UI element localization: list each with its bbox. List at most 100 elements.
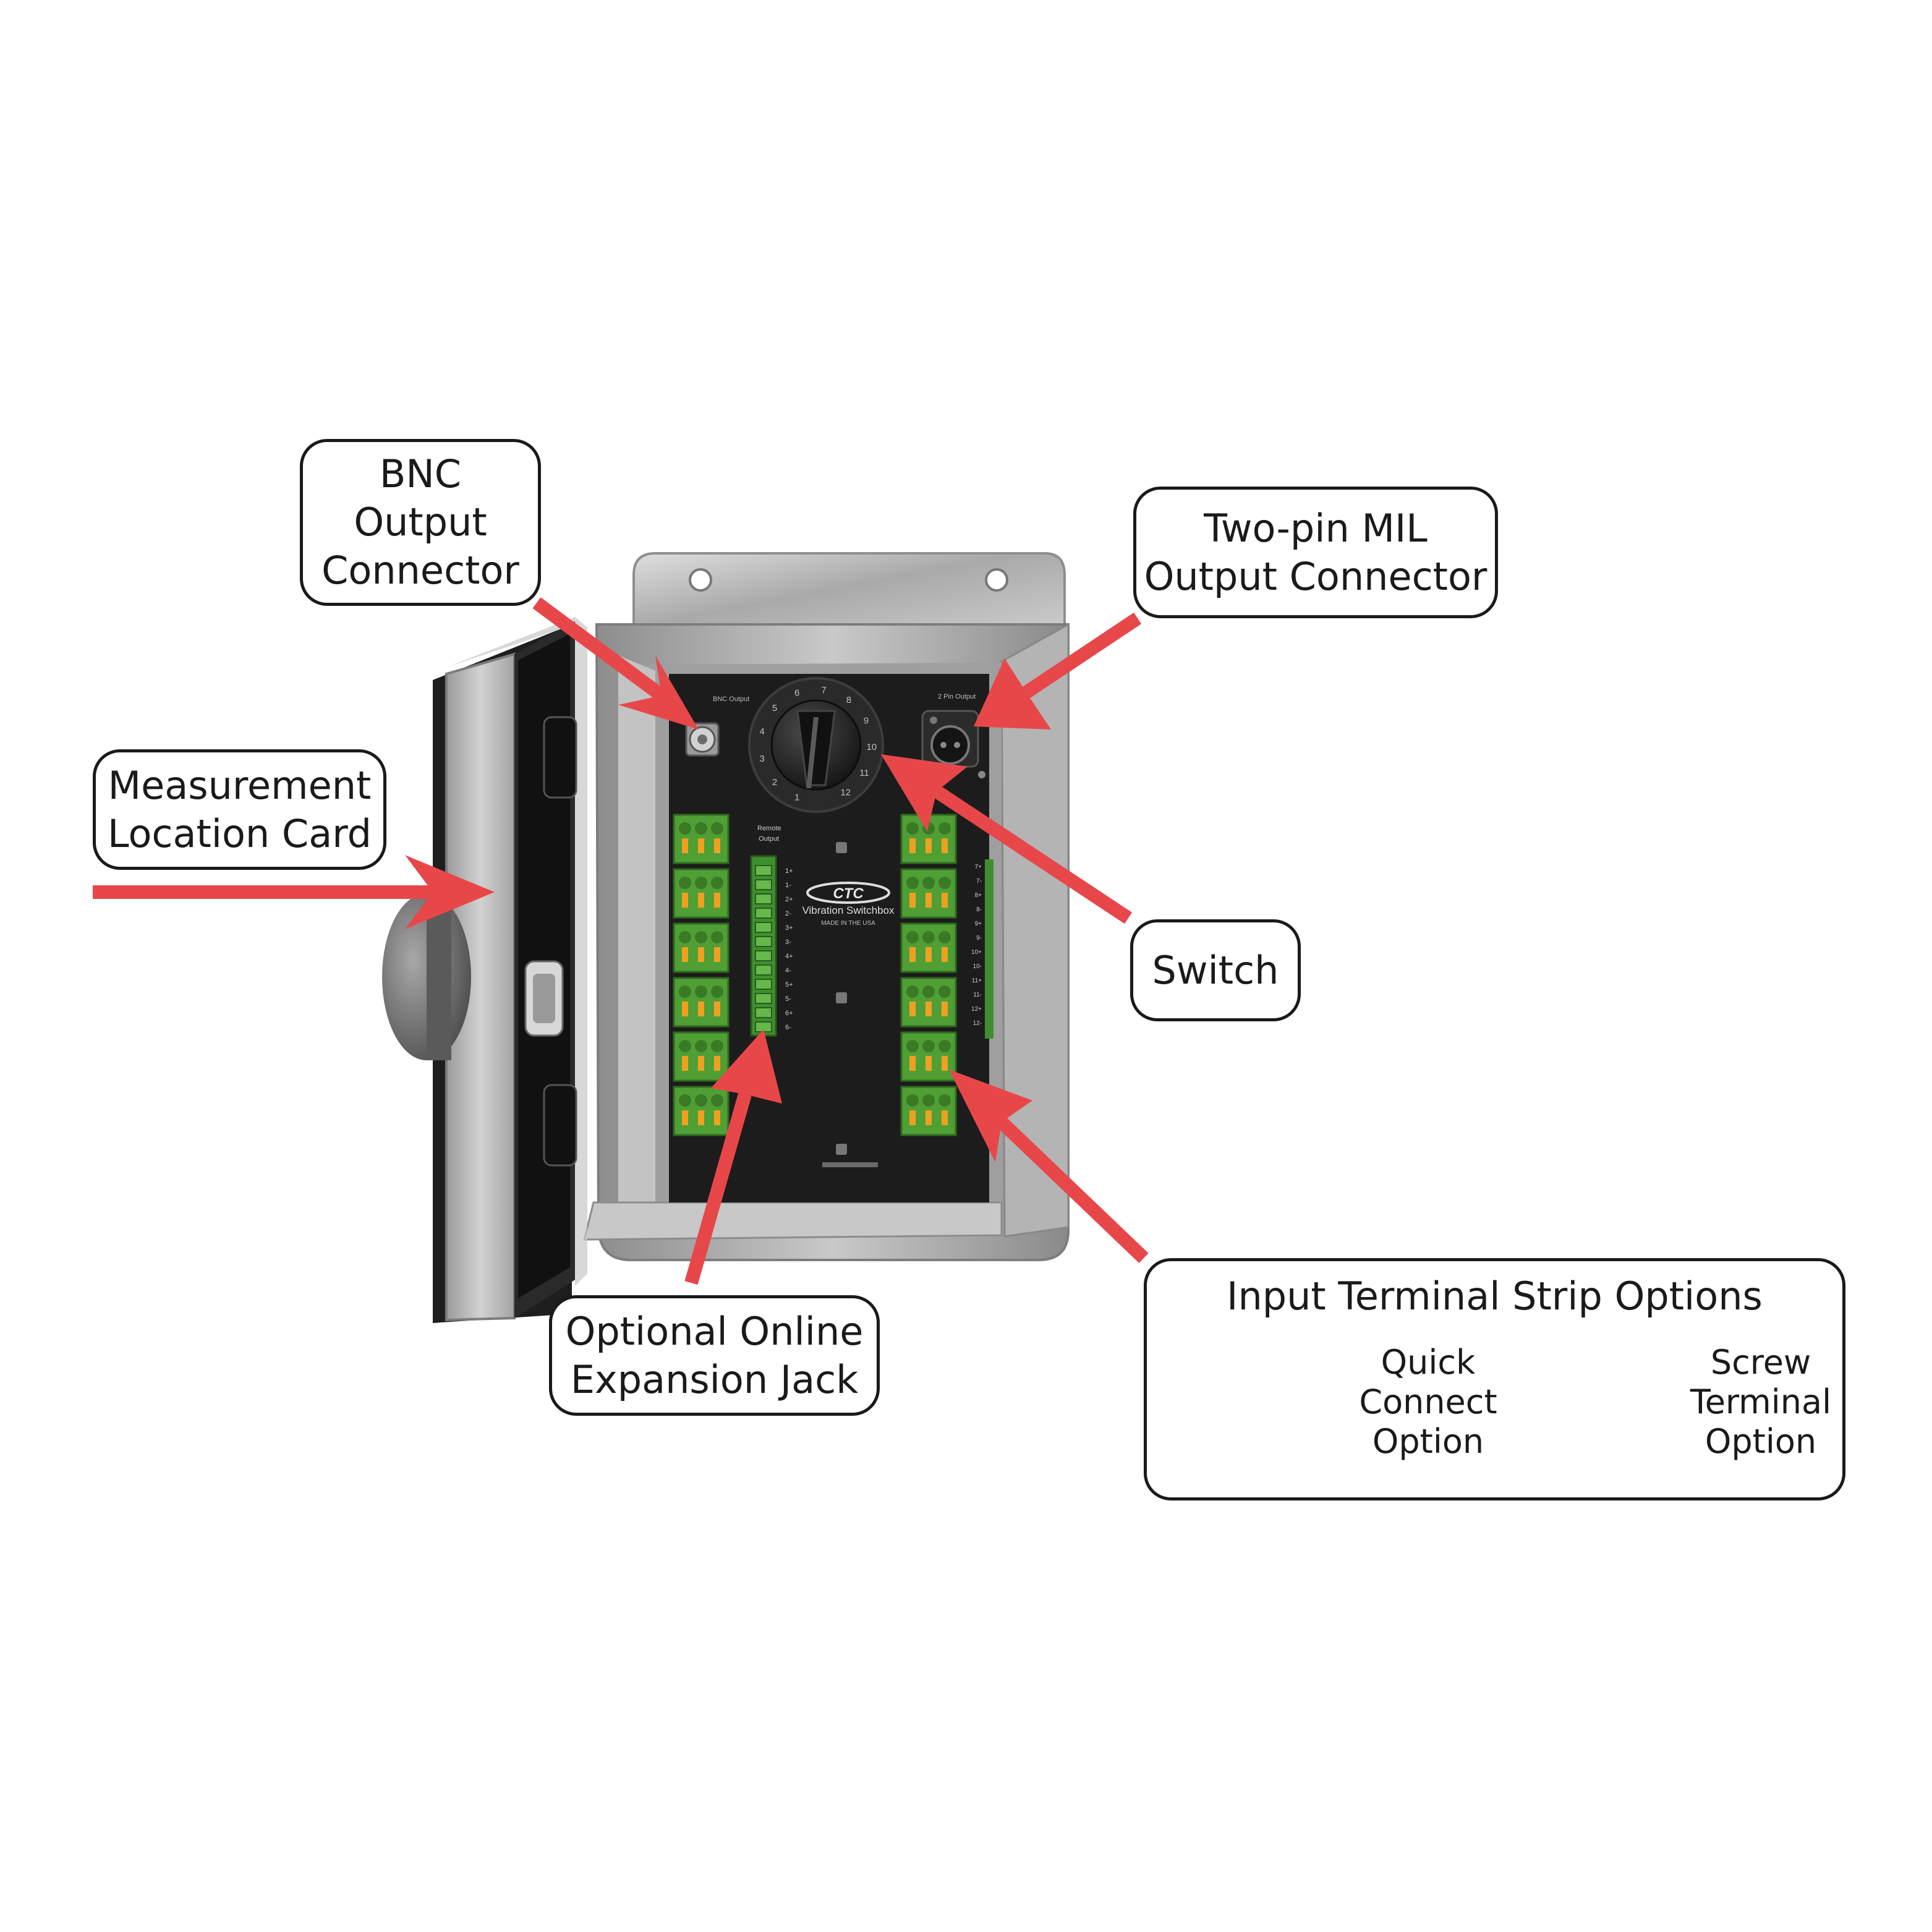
switch-position-label: 2 [772, 777, 777, 788]
callout-switch: Switch [1130, 919, 1301, 1021]
remote-output-label-2: Output [759, 835, 779, 843]
switch-position-label: 7 [821, 685, 826, 696]
input-terminal-block [900, 977, 957, 1028]
right-strip-pin-labels: 7+7-8+8-9+9-10+10-11+11-12+12- [971, 864, 982, 1027]
switch-position-label: 11 [859, 768, 869, 778]
right-strip-pin-label: 11+ [972, 977, 982, 984]
arrow-input-terminals [949, 1070, 1149, 1263]
input-terminal-block [673, 922, 730, 973]
mounting-hole-right [985, 568, 1008, 592]
quick-connect-line-2: Connect [1359, 1382, 1497, 1421]
remote-output-label: Remote [757, 825, 781, 832]
callout-mil-line-2: Output Connector [1144, 553, 1487, 599]
switch-position-label: 9 [864, 716, 869, 726]
right-strip-pin-label: 8- [976, 906, 982, 913]
measurement-location-card [382, 893, 471, 1060]
enclosure-bottom-lip [583, 1201, 1003, 1241]
right-strip-pin-label: 10+ [971, 949, 982, 956]
switch-position-label: 12 [840, 787, 851, 798]
expansion-pin [755, 1007, 772, 1018]
quick-connect-line-3: Option [1372, 1422, 1484, 1461]
backplate-slot [822, 1162, 878, 1167]
expansion-pin [755, 993, 772, 1004]
screw-terminal-option-label: Screw Terminal Option [1687, 1343, 1835, 1462]
right-strip-pin-label: 12- [973, 1020, 982, 1027]
remote-pin-label: 3+ [785, 924, 793, 932]
expansion-pin [755, 865, 772, 876]
right-strip-pin-label: 12+ [971, 1006, 982, 1013]
arrow-mil [974, 612, 1142, 730]
expansion-pin [755, 950, 772, 961]
arrow-expansion-jack [684, 1029, 782, 1285]
callout-bnc-line-1: BNC [379, 451, 462, 496]
expansion-pin [755, 879, 772, 890]
bnc-connector [685, 722, 720, 757]
input-terminal-block [673, 1031, 730, 1082]
arrow-switch [881, 754, 1133, 924]
callout-measurement-location-card: Measurement Location Card [93, 749, 386, 870]
input-terminal-block [673, 1086, 730, 1136]
callout-mil-line-1: Two-pin MIL [1204, 505, 1428, 551]
expansion-pin [755, 979, 772, 990]
callout-card-line-1: Measurement [108, 762, 372, 808]
expansion-pin [755, 893, 772, 904]
mil-panel-label: 2 Pin Output [938, 693, 976, 700]
backplate-screw-top [836, 842, 847, 853]
remote-pin-label: 4+ [785, 953, 793, 960]
right-strip-pin-label: 9+ [975, 921, 982, 927]
expansion-pin [755, 922, 772, 933]
terminal-options-title: Input Terminal Strip Options [1227, 1274, 1763, 1319]
quick-connect-line-1: Quick [1381, 1343, 1476, 1382]
input-terminal-block [900, 922, 957, 973]
switch-position-label: 1 [794, 793, 799, 803]
right-edge-terminal-strip [985, 859, 994, 1039]
left-terminal-blocks [673, 814, 730, 1136]
quick-connect-option-label: Quick Connect Option [1351, 1343, 1505, 1462]
right-strip-pin-label: 7+ [975, 864, 982, 870]
expansion-jack [750, 855, 777, 1037]
callout-input-terminal-strip-options: Input Terminal Strip Options [1144, 1258, 1845, 1500]
door-hinge-top [543, 716, 577, 799]
backplate-screw-mid [836, 992, 847, 1003]
switch-position-label: 6 [794, 687, 799, 698]
callout-bnc-line-3: Connector [321, 548, 519, 593]
right-strip-pin-label: 7- [976, 878, 982, 885]
door-latch [524, 960, 564, 1037]
door-hinge-bottom [543, 1084, 577, 1167]
arrow-bnc [532, 597, 699, 730]
callout-card-line-2: Location Card [108, 811, 372, 856]
callout-switch-line-1: Switch [1152, 947, 1279, 993]
callout-bnc-output-connector: BNC Output Connector [300, 439, 541, 606]
right-strip-pin-label: 10- [973, 963, 982, 970]
backplate-screw-bottom [836, 1144, 847, 1155]
remote-pin-label: 3- [785, 938, 791, 946]
expansion-pin [755, 936, 772, 947]
callout-two-pin-mil-connector: Two-pin MIL Output Connector [1133, 487, 1498, 618]
enclosure-side-wall [1000, 623, 1070, 1238]
remote-pin-label: 4- [785, 967, 791, 974]
input-terminal-block [900, 1031, 957, 1082]
remote-pin-label: 5- [785, 995, 791, 1003]
right-strip-pin-label: 8+ [975, 892, 982, 899]
screw-terminal-line-1: Screw [1710, 1343, 1811, 1382]
mounting-hole-left [689, 568, 712, 592]
input-terminal-block [673, 868, 730, 919]
callout-optional-online-expansion-jack: Optional Online Expansion Jack [549, 1295, 880, 1416]
switch-position-label: 5 [772, 703, 777, 713]
brand-logo: CTC [806, 882, 890, 904]
remote-pin-label: 1- [785, 882, 791, 889]
arrow-measurement-card [93, 855, 495, 929]
callout-expansion-line-2: Expansion Jack [570, 1356, 859, 1402]
input-terminal-block [900, 868, 957, 919]
bnc-panel-label: BNC Output [713, 696, 749, 703]
remote-pin-label: 6+ [785, 1010, 793, 1017]
right-strip-pin-label: 9- [976, 935, 982, 942]
panel-title: Vibration Switchbox [802, 904, 895, 916]
remote-pin-label: 1+ [785, 867, 793, 875]
input-terminal-block [673, 814, 730, 864]
remote-pin-labels: 1+1-2+2-3+3-4+4-5+5-6+6- [785, 867, 793, 1031]
svg-text:CTC: CTC [833, 885, 864, 902]
screw-terminal-line-3: Option [1704, 1422, 1817, 1461]
remote-pin-label: 5+ [785, 981, 793, 989]
